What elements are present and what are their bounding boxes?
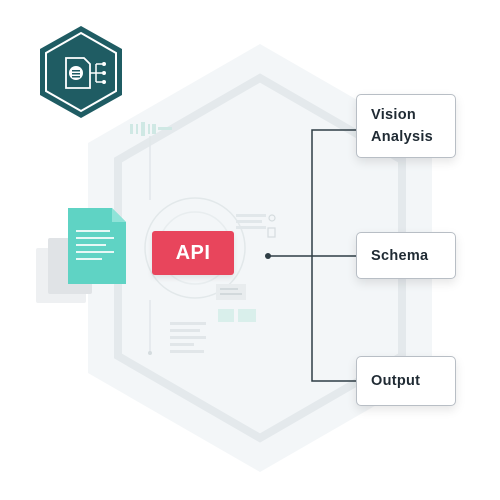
api-label: API: [175, 241, 211, 264]
output-card: Output: [356, 356, 456, 406]
small-node: [267, 227, 276, 238]
document-extraction-icon: [40, 26, 122, 118]
background-hexagon-outline: [114, 73, 406, 443]
text-lines-decoration: [236, 214, 266, 229]
output-label: Output: [371, 373, 421, 389]
small-node: [268, 214, 276, 222]
schema-label: Schema: [371, 247, 429, 264]
document-icon: [68, 208, 126, 284]
data-block-decoration: [216, 284, 256, 322]
connector-lines: [268, 129, 356, 382]
vision-analysis-card: Vision Analysis: [356, 94, 456, 158]
barcode-decoration: [130, 122, 172, 136]
api-badge: API: [152, 231, 234, 275]
background-ring: [144, 197, 246, 299]
small-node: [148, 351, 152, 355]
connector-dot: [265, 253, 271, 259]
schema-card: Schema: [356, 232, 456, 279]
text-block-decoration: [170, 322, 206, 353]
background-hexagon: [88, 44, 432, 472]
vision-analysis-label: Vision Analysis: [371, 107, 434, 145]
